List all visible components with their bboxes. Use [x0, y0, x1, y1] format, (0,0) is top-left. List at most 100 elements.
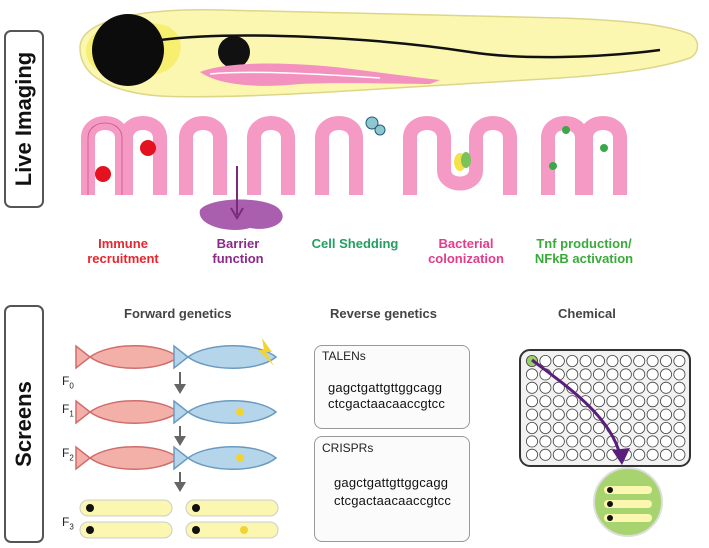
- plate-well: [539, 354, 552, 367]
- talens-seq-top: gagctgattgttggcagg: [328, 380, 443, 395]
- plate-well: [552, 408, 565, 421]
- plate-well: [633, 395, 646, 408]
- plate-well: [552, 395, 565, 408]
- generation-f1-sub: 1: [69, 409, 74, 419]
- villus-bacterial: [403, 116, 517, 195]
- plate-well: [539, 408, 552, 421]
- plate-well: [526, 368, 539, 381]
- generation-f2-sub: 2: [69, 453, 74, 463]
- plate-well: [539, 435, 552, 448]
- plate-well: [539, 381, 552, 394]
- plate-well: [673, 421, 686, 434]
- plate-well: [593, 395, 606, 408]
- generation-f0: F0: [62, 374, 74, 391]
- plate-well: [673, 395, 686, 408]
- plate-well: [660, 395, 673, 408]
- plate-well: [619, 368, 632, 381]
- plate-well: [660, 421, 673, 434]
- plate-well: [646, 448, 659, 461]
- villus-tnf: [541, 116, 627, 195]
- plate-well: [526, 421, 539, 434]
- villus-barrier: [179, 116, 295, 230]
- plate-well: [539, 448, 552, 461]
- crisprs-label: CRISPRs: [322, 441, 374, 455]
- plate-well: [606, 408, 619, 421]
- plate-well: [579, 368, 592, 381]
- plate-well: [539, 421, 552, 434]
- crisprs-seq-top: gagctgattgttggcagg: [334, 475, 449, 490]
- fish-f2-mut: [173, 445, 278, 471]
- plate-well: [673, 368, 686, 381]
- plate-well: [633, 381, 646, 394]
- chemical-title: Chemical: [558, 306, 616, 321]
- plate-well: [593, 435, 606, 448]
- fish-f0-mut: [173, 338, 278, 370]
- plate-well: [579, 354, 592, 367]
- plate-well: [660, 448, 673, 461]
- plate-well: [526, 408, 539, 421]
- villus-shedding: [315, 116, 386, 195]
- plate-well: [539, 395, 552, 408]
- plate-well: [552, 448, 565, 461]
- plate-well: [579, 435, 592, 448]
- plate-well: [660, 435, 673, 448]
- plate-well: [526, 381, 539, 394]
- transfer-arrow: [531, 358, 622, 456]
- plate-well: [579, 448, 592, 461]
- plate-well: [660, 408, 673, 421]
- plate-well: [660, 368, 673, 381]
- plate-well: [593, 368, 606, 381]
- plate-well: [606, 368, 619, 381]
- plate-well: [552, 421, 565, 434]
- plate-well: [633, 448, 646, 461]
- plate-well: [606, 395, 619, 408]
- generation-f0-sub: 0: [69, 381, 74, 391]
- generation-f1: F1: [62, 402, 74, 419]
- chemical-screen-illustration: [519, 349, 691, 537]
- larva-eye: [92, 14, 164, 86]
- plate-well: [526, 435, 539, 448]
- generation-f2: F2: [62, 446, 74, 463]
- plate-well: [566, 354, 579, 367]
- forward-genetics-title: Forward genetics: [124, 306, 232, 321]
- talens-seq-bottom: ctcgactaacaaccgtcc: [328, 396, 446, 411]
- villus-immune: [81, 116, 167, 195]
- plate-well: [606, 381, 619, 394]
- plate-well: [619, 381, 632, 394]
- plate-well: [619, 408, 632, 421]
- screens-tab: Screens: [4, 305, 44, 543]
- plate-well: [673, 448, 686, 461]
- plate-well: [619, 435, 632, 448]
- plate-well: [606, 354, 619, 367]
- plate-well: [660, 354, 673, 367]
- plate-well: [646, 435, 659, 448]
- plate-well: [526, 448, 539, 461]
- plate-well: [566, 395, 579, 408]
- plate-well: [579, 408, 592, 421]
- plate-well: [552, 435, 565, 448]
- plate-well: [646, 381, 659, 394]
- plate-well: [646, 421, 659, 434]
- reverse-genetics-title: Reverse genetics: [330, 306, 437, 321]
- plate-well: [673, 435, 686, 448]
- plate-well: [646, 395, 659, 408]
- plate-well: [593, 381, 606, 394]
- process-label-barrier: Barrier function: [212, 236, 264, 266]
- plate-well: [593, 448, 606, 461]
- crisprs-box: [314, 436, 470, 542]
- generation-f3-sub: 3: [69, 522, 74, 532]
- zebrafish-larva: [79, 9, 699, 98]
- plate-well: [579, 421, 592, 434]
- generation-f3: F3: [62, 515, 74, 532]
- forward-genetics-illustration: [75, 338, 279, 539]
- plate-well: [633, 435, 646, 448]
- plate-well: [633, 368, 646, 381]
- plate-well: [566, 448, 579, 461]
- fish-f0-wt: [75, 344, 180, 370]
- well-plate: [519, 349, 691, 467]
- plate-well: [619, 395, 632, 408]
- fish-f1-wt: [75, 399, 180, 425]
- plate-well: [646, 368, 659, 381]
- plate-well: [566, 368, 579, 381]
